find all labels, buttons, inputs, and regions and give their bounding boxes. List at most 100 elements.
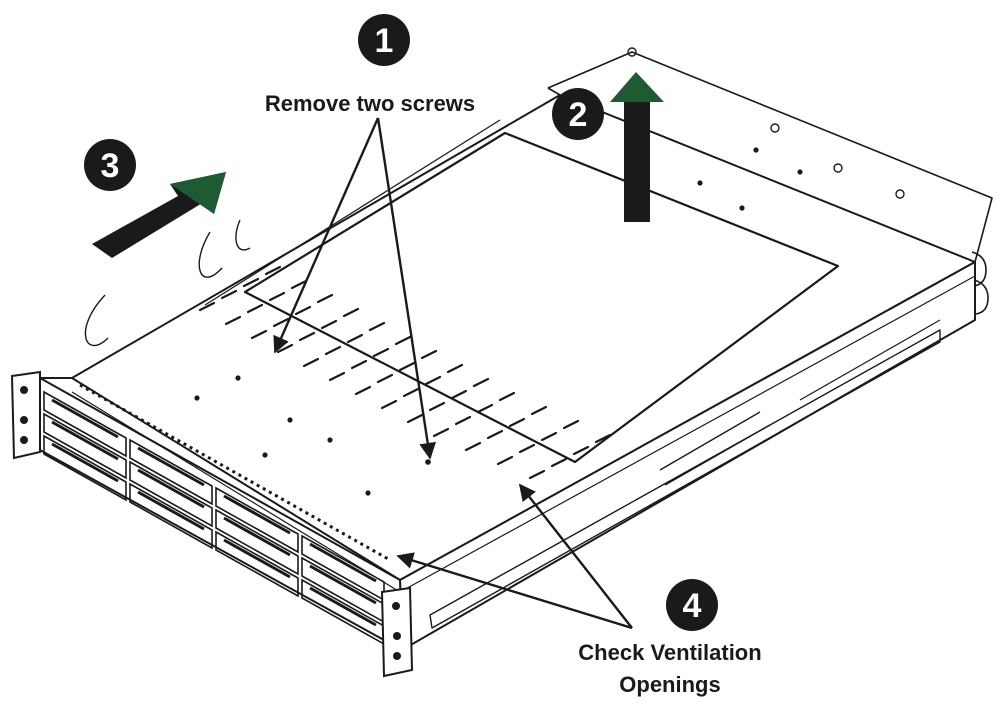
vent-slot [428,401,446,412]
vent-slot [464,441,482,452]
vent-slot [508,417,526,428]
step3-arrow [92,172,226,258]
vent-slot [518,443,536,454]
vent-slot [496,455,514,466]
vent-leader-lines [396,483,633,630]
drive-bay-handle [309,586,377,627]
step-3-number: 3 [101,147,120,185]
drive-bay-handle [137,468,205,509]
drive-bay [129,482,213,550]
vent-slot [572,445,590,456]
step-2-number: 2 [569,96,588,134]
vent-slot [346,333,364,344]
vent-slot-grid [198,265,612,480]
vent-slot [294,305,312,316]
vent-slot [454,415,472,426]
vent-slot [450,389,468,400]
vent-slot [562,419,580,430]
check-ventilation-label-line1: Check Ventilation [578,640,761,665]
front-stripe [79,383,391,562]
vent-slot [242,277,260,288]
vent-slot [302,357,320,368]
numbered-circle-icon [84,139,136,191]
drive-bay-handle [51,420,119,461]
drive-bay-handle [309,542,377,583]
step-4-badge: 4 [666,579,718,631]
rear-handle-top [971,251,987,287]
step-1-number: 1 [375,22,394,60]
rear-handle-bottom [973,279,989,315]
step-3-badge: 3 [84,139,136,191]
slide-motion-lines [84,219,251,347]
drive-bay-handle [137,446,205,487]
step-4-number: 4 [683,587,702,625]
rear-cover-edge [547,51,993,263]
vent-slot [320,319,338,330]
vent-slot [472,377,490,388]
vent-slot [264,265,282,276]
numbered-circle-icon [666,579,718,631]
check-ventilation-label-line2: Openings [619,672,720,697]
drive-bay-handle [137,490,205,531]
drive-bay [43,412,127,480]
vent-slot [476,403,494,414]
vent-slot [328,371,346,382]
vent-slot [198,301,216,312]
vent-slot [528,469,546,480]
server-chassis [39,47,993,651]
drive-bay-handle [309,564,377,605]
vent-slot [402,387,420,398]
left-rack-ear [10,370,41,460]
step2-arrow [610,72,664,222]
vent-slot [246,303,264,314]
vent-slot [446,363,464,374]
cover-screw-holes [194,147,803,496]
vent-slot [250,329,268,340]
vent-slot [424,375,442,386]
vent-slot [272,317,290,328]
vent-slot [380,399,398,410]
vent-slot [350,359,368,370]
drive-bay [215,486,299,554]
vent-slot [540,431,558,442]
vent-slot [372,347,390,358]
drive-bay [129,460,213,528]
drive-bay [215,508,299,576]
vent-slot [550,457,568,468]
numbered-circle-icon [552,88,604,140]
vent-slot [316,293,334,304]
numbered-circle-icon [358,14,410,66]
drive-bay [43,390,127,458]
cover-window-panel [243,131,840,464]
cover-seam [204,119,501,306]
vent-slot [594,433,612,444]
drive-bay-handle [223,516,291,557]
vent-slot [420,349,438,360]
remove-screws-label: Remove two screws [265,91,475,116]
step-1-badge: 1 [358,14,410,66]
vent-slot [406,413,424,424]
vent-slot [498,391,516,402]
drive-bay [129,438,213,506]
drive-bay [43,434,127,502]
vent-slot [398,361,416,372]
vent-slot [220,289,238,300]
vent-slot [376,373,394,384]
vent-slot [298,331,316,342]
vent-slot [368,321,386,332]
drive-bay-handle [51,442,119,483]
vent-slot [530,405,548,416]
vent-slot [342,307,360,318]
step-2-badge: 2 [552,88,604,140]
vent-slot [324,345,342,356]
drive-bay-handle [51,398,119,439]
right-rack-ear [380,586,414,678]
drive-bay [215,530,299,598]
screw-leader-lines [273,117,437,460]
drive-bay-handle [223,494,291,535]
vent-slot [268,291,286,302]
vent-slot [290,279,308,290]
vent-slot [432,427,450,438]
